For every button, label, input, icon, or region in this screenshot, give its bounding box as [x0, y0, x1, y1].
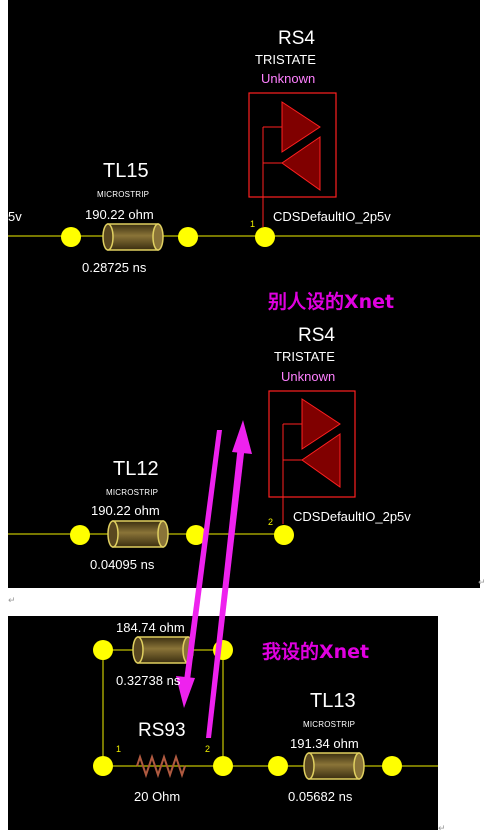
node-dot[interactable] — [93, 756, 113, 776]
buffer-state: Unknown — [281, 369, 336, 384]
tline-delay: 0.28725 ns — [82, 260, 147, 275]
resistor-rs93[interactable] — [103, 753, 186, 779]
tline-delay: 0.05682 ns — [288, 789, 353, 804]
node-dot[interactable] — [178, 227, 198, 247]
tristate-buffer-rs4-2[interactable] — [268, 390, 356, 524]
tline-impedance: 184.74 ohm — [116, 620, 185, 635]
net-wire-3[interactable] — [102, 649, 438, 767]
tline-name: TL13 — [310, 690, 356, 712]
tline-delay: 0.04095 ns — [90, 557, 155, 572]
buffer-model: CDSDefaultIO_2p5v — [273, 209, 391, 224]
pin-number: 1 — [116, 744, 122, 754]
node-dot[interactable] — [274, 525, 294, 545]
node-dot[interactable] — [70, 525, 90, 545]
tline-name: TL12 — [113, 458, 159, 480]
schematic-panel-1 — [8, 0, 480, 295]
node-dot[interactable] — [382, 756, 402, 776]
buffer-mode: TRISTATE — [274, 349, 335, 364]
tline-name: TL15 — [103, 160, 149, 182]
paragraph-mark: ↵ — [478, 578, 486, 588]
buffer-name: RS4 — [298, 325, 335, 346]
tline-tl13[interactable] — [303, 752, 365, 780]
annotation-my-xnet: 我设的Xnet — [262, 641, 370, 663]
node-dot[interactable] — [268, 756, 288, 776]
tline-type: MICROSTRIP — [303, 720, 356, 729]
pin-number: 2 — [268, 517, 274, 527]
tline-impedance: 190.22 ohm — [85, 207, 154, 222]
paragraph-mark: ↵ — [438, 824, 446, 834]
tline-tl12[interactable] — [107, 520, 169, 548]
node-dot[interactable] — [186, 525, 206, 545]
resistor-value: 20 Ohm — [134, 789, 181, 804]
paragraph-mark: ↵ — [8, 596, 16, 606]
resistor-name: RS93 — [138, 720, 186, 741]
tline-impedance: 191.34 ohm — [290, 736, 359, 751]
annotation-arrow-up — [206, 420, 252, 738]
node-dot[interactable] — [213, 756, 233, 776]
tline-tl15[interactable] — [102, 223, 164, 251]
tline-type: MICROSTRIP — [97, 190, 150, 199]
tristate-buffer-rs4[interactable] — [248, 92, 337, 227]
annotation-others-xnet: 别人设的Xnet — [268, 291, 395, 313]
node-dot[interactable] — [93, 640, 113, 660]
tline-upper[interactable] — [132, 636, 194, 664]
node-dot[interactable] — [255, 227, 275, 247]
buffer-model: CDSDefaultIO_2p5v — [293, 509, 411, 524]
net-label-left: 5v — [8, 209, 22, 224]
buffer-mode: TRISTATE — [255, 52, 316, 67]
tline-delay: 0.32738 ns — [116, 673, 181, 688]
tline-type: MICROSTRIP — [106, 488, 159, 497]
annotation-arrow-down — [176, 430, 222, 708]
buffer-state: Unknown — [261, 71, 316, 86]
buffer-name: RS4 — [278, 28, 315, 49]
pin-number: 1 — [250, 219, 256, 229]
tline-impedance: 190.22 ohm — [91, 503, 160, 518]
node-dot[interactable] — [61, 227, 81, 247]
pin-number: 2 — [205, 744, 211, 754]
